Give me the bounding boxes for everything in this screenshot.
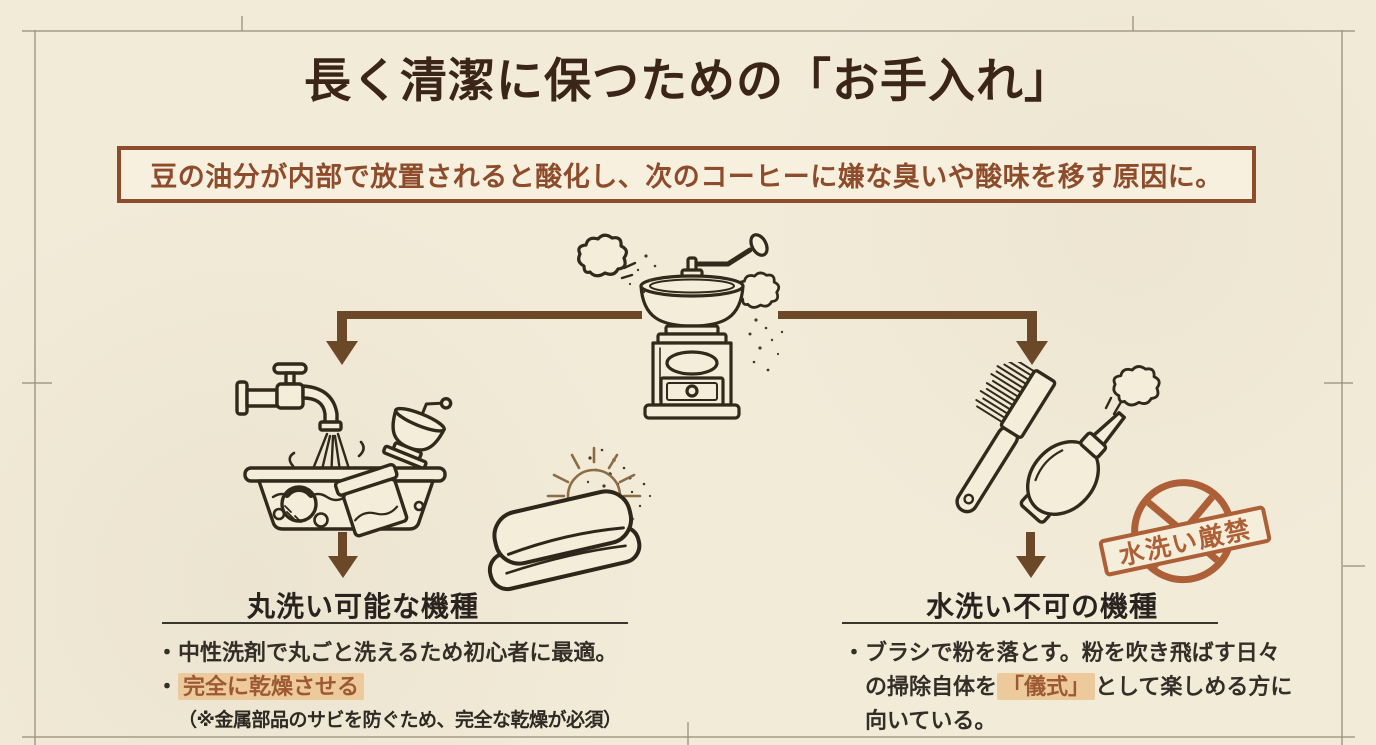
down-arrow-icon bbox=[328, 556, 358, 578]
down-arrow-icon bbox=[326, 341, 358, 365]
highlighted-text: 「儀式」 bbox=[997, 673, 1096, 700]
down-arrow-icon bbox=[1016, 556, 1046, 578]
heading-underline bbox=[842, 622, 1218, 624]
right-branch-bullets: ・ブラシで粉を落とす。粉を吹き飛ばす日々 の掃除自体を「儀式」として楽しめる方に… bbox=[843, 637, 1292, 737]
grinder-burr-part bbox=[280, 485, 318, 523]
towel-icon bbox=[487, 489, 642, 592]
trim-tick bbox=[22, 382, 52, 384]
trim-mark-right bbox=[1341, 30, 1343, 745]
brush-blower-illustration bbox=[955, 362, 1161, 524]
highlighted-text: 完全に乾燥させる bbox=[178, 673, 365, 700]
faucet-washing-illustration bbox=[235, 362, 453, 538]
dust-cloud-icon bbox=[736, 271, 781, 309]
bullet-text: 中性洗剤で丸ごと洗えるため初心者に最適。 bbox=[178, 640, 618, 665]
bullet-text: の掃除自体を bbox=[865, 674, 998, 699]
intro-text: 豆の油分が内部で放置されると酸化し、次のコーヒーに嫌な臭いや酸味を移す原因に。 bbox=[150, 162, 1223, 192]
bullet-line: ・ブラシで粉を落とす。粉を吹き飛ばす日々 bbox=[843, 637, 1280, 669]
bullet-line: ・中性洗剤で丸ごと洗えるため初心者に最適。 bbox=[156, 637, 646, 669]
air-blower-icon bbox=[1019, 411, 1126, 524]
body-oval bbox=[665, 350, 719, 376]
bullet-marker: ・ bbox=[843, 640, 866, 665]
bullet-line: ・完全に乾燥させる bbox=[156, 671, 646, 703]
connector-bar-left bbox=[337, 311, 642, 319]
grinder-jar-part bbox=[333, 463, 409, 538]
bullet-line: の掃除自体を「儀式」として楽しめる方に bbox=[843, 671, 1292, 703]
trim-mark-left bbox=[34, 30, 36, 745]
brush-icon bbox=[955, 362, 1057, 514]
trim-tick bbox=[1324, 382, 1353, 384]
air-puff-icon bbox=[1104, 365, 1161, 416]
grinder-hopper-part bbox=[382, 397, 453, 470]
trim-tick bbox=[1343, 565, 1365, 567]
trim-tick bbox=[1132, 16, 1134, 31]
left-branch-heading: 丸洗い可能な機種 bbox=[247, 591, 480, 622]
down-arrow-icon bbox=[1016, 341, 1048, 365]
bullet-text: として楽しめる方に bbox=[1095, 674, 1293, 699]
left-branch-bullets: ・中性洗剤で丸ごと洗えるため初心者に最適。 ・完全に乾燥させる （※金属部品のサ… bbox=[156, 637, 646, 737]
trim-tick bbox=[241, 16, 243, 31]
bullet-marker: ・ bbox=[156, 640, 179, 665]
bristles bbox=[975, 362, 1036, 424]
towel-sun-illustration bbox=[487, 446, 642, 592]
drawer-knob bbox=[685, 384, 699, 398]
bullet-marker: ・ bbox=[156, 674, 179, 699]
note-line: （※金属部品のサビを防ぐため、完全な乾燥が必須） bbox=[178, 710, 622, 731]
right-branch-heading: 水洗い不可の機種 bbox=[926, 591, 1159, 622]
bullet-line: 向いている。 bbox=[865, 708, 997, 733]
coffee-grinder-illustration bbox=[577, 233, 784, 510]
bullet-text: ブラシで粉を落とす。粉を吹き飛ばす日々 bbox=[865, 640, 1280, 665]
intro-callout-box: 豆の油分が内部で放置されると酸化し、次のコーヒーに嫌な臭いや酸味を移す原因に。 bbox=[117, 146, 1256, 203]
trim-tick bbox=[687, 722, 689, 745]
trim-mark-top bbox=[22, 30, 1355, 32]
connector-bar-right bbox=[778, 311, 1037, 319]
dust-cloud-icon bbox=[577, 233, 628, 278]
connector-shaft-left bbox=[337, 311, 347, 343]
heading-underline bbox=[162, 622, 628, 624]
arrow-shaft bbox=[338, 532, 347, 558]
connector-shaft-right bbox=[1027, 311, 1037, 343]
page-title: 長く清潔に保つための「お手入れ」 bbox=[304, 54, 1072, 109]
crank-knob bbox=[749, 233, 769, 257]
arrow-shaft bbox=[1026, 532, 1035, 558]
